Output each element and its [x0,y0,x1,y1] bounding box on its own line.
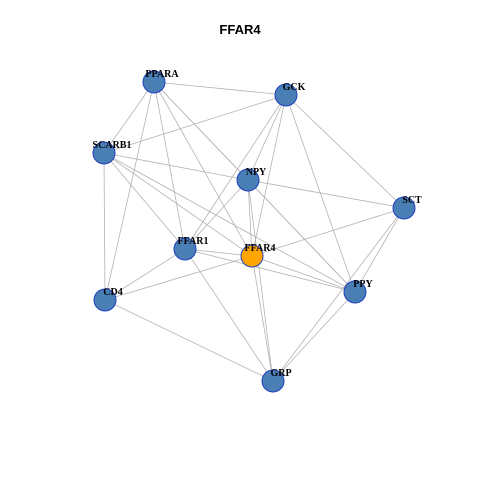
edge-gck-ffar1 [184,94,287,250]
edge-npy-ffar4 [247,179,253,257]
edge-gck-ffar4 [251,94,287,257]
edge-ppy-grp [272,291,356,382]
edge-ppara-cd4 [104,81,155,301]
edge-gck-sct [285,94,405,209]
edge-gck-npy [247,94,287,181]
node-label: FFAR4 [245,243,276,254]
page-title: FFAR4 [219,22,261,37]
edge-sct-ppy [354,207,405,293]
edge-ffar4-grp [251,255,274,382]
node-label: PPY [353,279,373,290]
node-circle[interactable] [92,141,116,165]
node-label: CD4 [103,287,122,298]
node-npy[interactable]: NPY [236,167,267,192]
edge-scarb1-ffar4 [103,152,253,257]
node-ffar1[interactable]: FFAR1 [173,236,209,261]
edge-cd4-grp [104,299,274,382]
edge-npy-ffar1 [184,179,249,250]
edge-scarb1-cd4 [103,152,106,301]
edge-sct-ffar4 [251,207,405,257]
node-circle[interactable] [173,237,197,261]
node-sct[interactable]: SCT [392,195,422,220]
node-circle[interactable] [236,168,260,192]
node-gck[interactable]: GCK [274,82,306,107]
node-ffar4[interactable]: FFAR4 [240,243,276,268]
edge-ffar1-grp [184,248,274,382]
node-circle[interactable] [142,70,166,94]
node-grp[interactable]: GRP [261,368,292,393]
node-label: GRP [270,368,291,379]
node-label: FFAR1 [178,236,209,247]
node-circle[interactable] [261,369,285,393]
edge-ppara-gck [153,81,287,96]
edge-gck-scarb1 [103,94,287,154]
edge-gck-ppy [285,94,356,293]
node-label: NPY [246,167,267,178]
node-label: GCK [283,82,306,93]
edge-sct-grp [272,207,405,382]
edge-npy-sct [247,179,405,209]
edge-npy-grp [247,179,274,382]
edge-layer [103,81,405,382]
node-circle[interactable] [274,83,298,107]
edge-scarb1-npy [103,152,249,181]
node-ppara[interactable]: PPARA [142,69,179,94]
edge-ffar4-ppy [251,255,356,293]
edge-npy-ppy [247,179,356,293]
edge-ffar1-ppy [184,248,356,293]
node-scarb1[interactable]: SCARB1 [92,140,132,165]
edge-scarb1-ffar1 [103,152,186,250]
node-label: SCARB1 [93,140,132,151]
node-cd4[interactable]: CD4 [93,287,123,312]
node-circle[interactable] [392,196,416,220]
edge-ppara-scarb1 [103,81,155,154]
node-label: SCT [402,195,422,206]
edge-ffar1-cd4 [104,248,186,301]
edge-ppara-ffar4 [153,81,253,257]
edge-scarb1-ppy [103,152,356,293]
node-circle[interactable] [93,288,117,312]
node-circle[interactable] [240,244,264,268]
node-circle[interactable] [343,280,367,304]
node-ppy[interactable]: PPY [343,279,373,304]
node-label: PPARA [145,69,179,80]
edge-ffar4-cd4 [104,255,253,301]
